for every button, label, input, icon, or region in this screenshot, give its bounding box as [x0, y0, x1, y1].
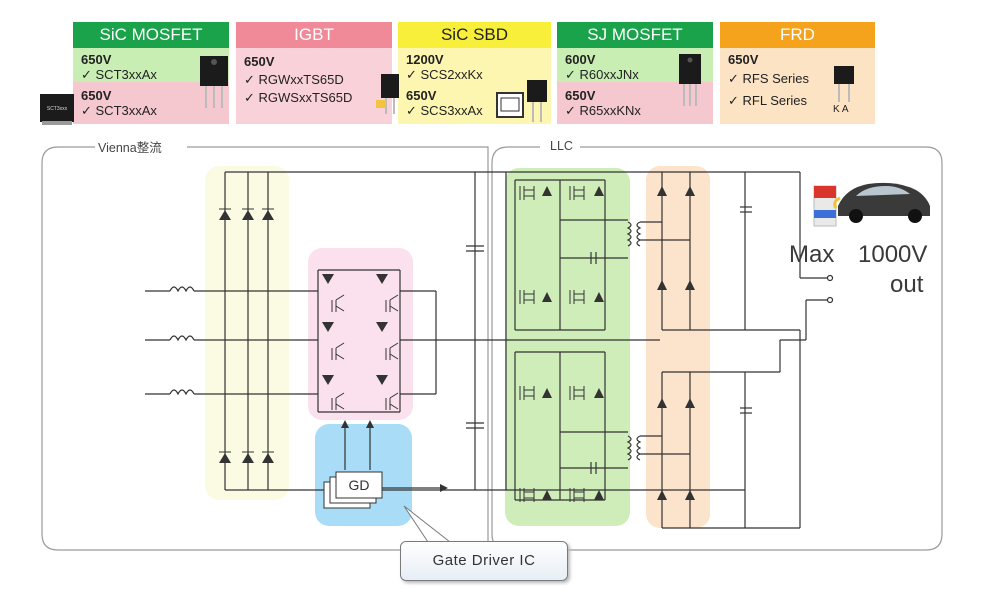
callout-pointer	[403, 505, 452, 543]
llc-label-bg	[540, 138, 580, 152]
car-icon	[833, 182, 930, 223]
legend-body	[236, 48, 392, 124]
bridge-diodes	[219, 208, 274, 463]
output-max-label: Max	[789, 241, 835, 268]
gate-driver-chips: GD	[323, 471, 383, 509]
legend-title: SJ MOSFET	[557, 22, 713, 48]
legend-title: SiC SBD	[398, 22, 551, 48]
voltage-rating: 600V	[565, 52, 596, 67]
output-out-label: out	[890, 271, 924, 298]
legend-body-lower	[73, 82, 229, 124]
part-number: ✓ R65xxKNx	[565, 103, 641, 118]
voltage-rating: 1200V	[406, 52, 444, 67]
wiring	[145, 171, 834, 529]
llc-mosfet-switches	[519, 186, 585, 502]
output-voltage-label: 1000V	[858, 241, 928, 268]
gd-label: GD	[349, 477, 370, 493]
sj-mosfet-package-icon	[679, 54, 701, 106]
legend-title: SiC MOSFET	[73, 22, 229, 48]
igbt-package-icon	[376, 74, 399, 114]
package-label: SCT3xxx	[47, 106, 68, 112]
legend-sic-sbd: SiC SBD 1200V ✓ SCS2xxKx 650V ✓ SCS3xxAx	[398, 22, 551, 124]
pin-label: K A	[833, 104, 849, 115]
part-number: ✓ SCS3xxAx	[406, 103, 483, 118]
voltage-rating: 650V	[81, 52, 112, 67]
frd-package-icon	[834, 66, 854, 102]
vienna-frame	[41, 146, 489, 551]
vienna-label-bg	[95, 142, 187, 154]
voltage-rating: 650V	[244, 54, 275, 69]
llc-frame	[491, 146, 943, 551]
battery-icon	[813, 185, 837, 227]
igbt-diodes	[322, 274, 388, 385]
frd-rectifier-region	[646, 166, 710, 528]
voltage-rating: 650V	[728, 52, 759, 67]
llc-mosfet-diodes	[542, 186, 604, 500]
voltage-rating: 650V	[565, 88, 596, 103]
sbd-package-icon	[496, 80, 547, 122]
legend-sj-mosfet: SJ MOSFET 600V ✓ R60xxJNx 650V ✓ R65xxKN…	[557, 22, 713, 124]
part-number: ✓ RFS Series	[728, 71, 809, 86]
voltage-rating: 650V	[81, 88, 112, 103]
legend-sic-mosfet: SiC MOSFET 650V ✓ SCT3xxAx 650V ✓ SCT3xx…	[73, 22, 229, 124]
legend-body-lower	[557, 82, 713, 124]
part-number: ✓ RGWxxTS65D	[244, 72, 344, 87]
package-icons: SCT3xxx	[40, 54, 854, 125]
part-number: ✓ R60xxJNx	[565, 67, 639, 82]
part-number: ✓ SCS2xxKx	[406, 67, 483, 82]
voltage-rating: 650V	[406, 88, 437, 103]
igbt-region	[308, 248, 413, 420]
smd-package-icon: SCT3xxx	[40, 94, 74, 125]
section-label-llc: LLC	[550, 139, 573, 153]
legend-igbt: IGBT 650V ✓ RGWxxTS65D ✓ RGWSxxTS65D	[236, 22, 392, 124]
legend-title: IGBT	[236, 22, 392, 48]
callout-text: Gate Driver IC	[432, 552, 536, 569]
igbt-switches	[331, 294, 399, 410]
gate-driver-callout: Gate Driver IC	[400, 541, 568, 581]
llc-mosfet-region	[505, 168, 630, 526]
part-number: ✓ RGWSxxTS65D	[244, 90, 353, 105]
part-number: ✓ RFL Series	[728, 93, 808, 108]
to247-package-icon	[200, 56, 228, 108]
section-label-vienna: Vienna整流	[98, 140, 162, 155]
part-number: ✓ SCT3xxAx	[81, 67, 157, 82]
legend-title: FRD	[720, 22, 875, 48]
part-number: ✓ SCT3xxAx	[81, 103, 157, 118]
frd-diodes	[657, 186, 695, 500]
legend-body	[398, 48, 551, 124]
